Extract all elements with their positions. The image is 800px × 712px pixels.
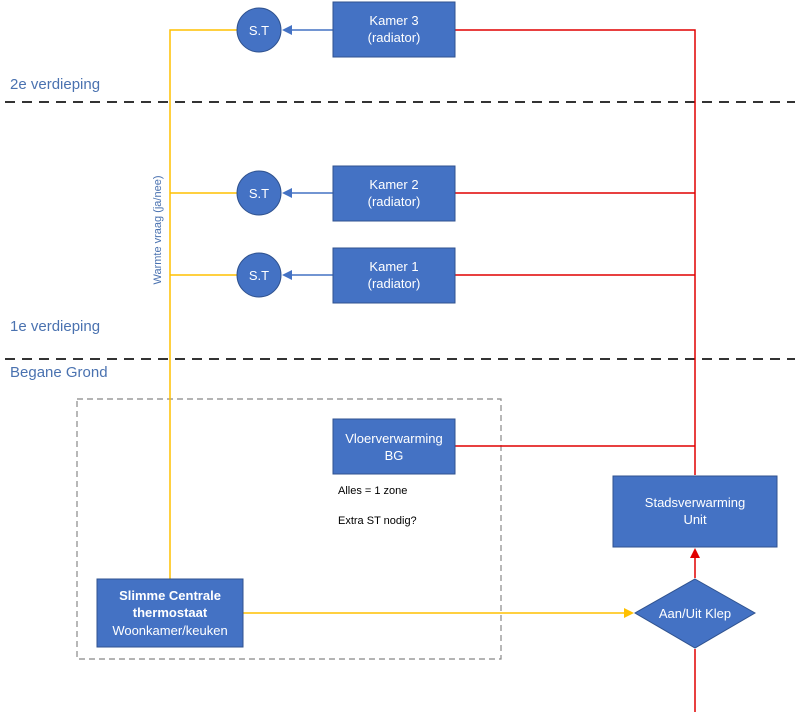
yellow-line-label: Warmte vraag (ja/nee) [152, 175, 164, 284]
sensor-kamer1-label: S.T [249, 268, 269, 283]
district-heating-name: Stadsverwarming [645, 495, 745, 510]
floor-heating-sub: BG [385, 448, 404, 463]
floor-label-second: 2e verdieping [10, 76, 100, 93]
room-kamer3-name: Kamer 3 [369, 13, 418, 28]
room-kamer3-type: (radiator) [368, 30, 421, 45]
red-line-kamer3 [455, 29, 696, 475]
thermostat-line1: Slimme Centrale [119, 588, 221, 603]
sensor-kamer3: S.T [236, 7, 282, 53]
district-heating-unit: Stadsverwarming Unit [612, 475, 778, 548]
room-kamer2-name: Kamer 2 [369, 177, 418, 192]
sensor-kamer3-label: S.T [249, 23, 269, 38]
floor-label-ground: Begane Grond [10, 364, 108, 381]
district-heating-sub: Unit [683, 512, 707, 527]
sensor-kamer2-label: S.T [249, 186, 269, 201]
room-box-kamer3: Kamer 3 (radiator) [332, 1, 456, 58]
floor-label-first: 1e verdieping [10, 318, 100, 335]
smart-thermostat-box: Slimme Centrale thermostaat Woonkamer/ke… [96, 578, 244, 648]
sensor-kamer2: S.T [236, 170, 282, 216]
room-box-kamer1: Kamer 1 (radiator) [332, 247, 456, 304]
room-box-kamer2: Kamer 2 (radiator) [332, 165, 456, 222]
floor-heating-name: Vloerverwarming [345, 431, 443, 446]
note-one-zone: Alles = 1 zone [338, 485, 407, 497]
ground-floor-zone [76, 398, 502, 660]
valve-label: Aan/Uit Klep [659, 606, 731, 621]
note-extra-sensor: Extra ST nodig? [338, 515, 417, 527]
yellow-line-main [169, 29, 237, 580]
sensor-kamer1: S.T [236, 252, 282, 298]
room-kamer1-type: (radiator) [368, 276, 421, 291]
room-kamer2-type: (radiator) [368, 194, 421, 209]
thermostat-line2: thermostaat [133, 605, 208, 620]
room-kamer1-name: Kamer 1 [369, 259, 418, 274]
on-off-valve: Aan/Uit Klep [633, 578, 757, 649]
floor-heating-box: Vloerverwarming BG [332, 418, 456, 475]
thermostat-line3: Woonkamer/keuken [112, 623, 227, 638]
